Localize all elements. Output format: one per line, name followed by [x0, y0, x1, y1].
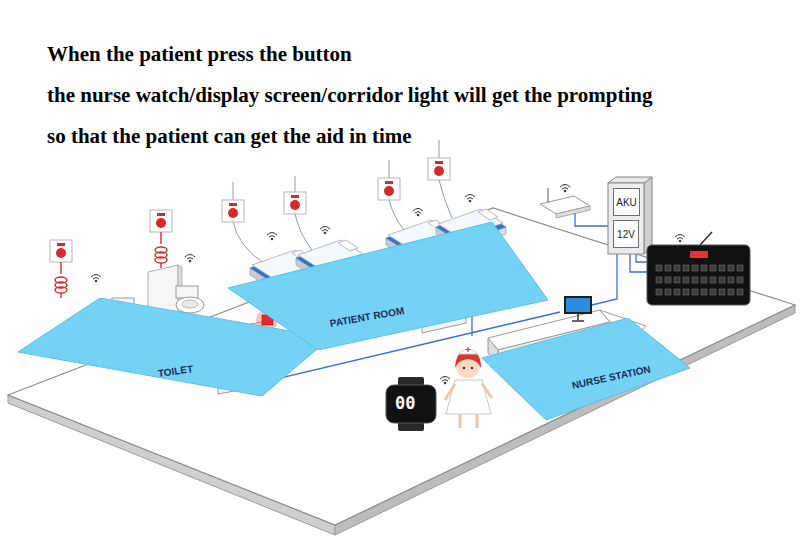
display-key: [656, 265, 662, 271]
module-label: 12V: [617, 229, 635, 240]
display-key: [674, 277, 680, 283]
display-key: [719, 265, 725, 271]
display-key: [665, 289, 671, 295]
display-key: [701, 265, 707, 271]
display-key: [674, 289, 680, 295]
floor-region: NURSE STATION: [482, 318, 690, 420]
module-label: AKU: [616, 197, 637, 208]
display-key: [692, 289, 698, 295]
display-key: [719, 277, 725, 283]
watch-face-anchor: 00: [395, 393, 415, 413]
display-key: [719, 289, 725, 295]
display-key: [701, 277, 707, 283]
display-key: [692, 277, 698, 283]
region-floor: [482, 318, 690, 420]
display-key: [692, 265, 698, 271]
power-module: 12V: [613, 220, 639, 248]
watch-reading: 00: [395, 393, 415, 413]
display-key: [710, 289, 716, 295]
display-key: [728, 289, 734, 295]
display-key: [656, 277, 662, 283]
display-key: [737, 265, 743, 271]
display-key: [674, 265, 680, 271]
region-shape: [228, 222, 548, 350]
display-key: [665, 277, 671, 283]
display-key: [737, 277, 743, 283]
region-shape: [482, 318, 690, 420]
region-floor: [228, 222, 548, 350]
display-key: [665, 265, 671, 271]
heading-line-anchor: When the patient press the button: [47, 42, 352, 67]
display-key: [737, 289, 743, 295]
power-module: AKU: [613, 188, 640, 216]
display-key: [710, 277, 716, 283]
display-key: [701, 289, 707, 295]
display-key: [683, 289, 689, 295]
floor-region: PATIENT ROOM: [228, 222, 548, 350]
display-key: [683, 277, 689, 283]
display-key: [656, 289, 662, 295]
heading-line: When the patient press the button: [47, 42, 352, 67]
heading-line-anchor: the nurse watch/display screen/corridor …: [47, 83, 652, 108]
display-key: [728, 265, 734, 271]
display-key: [728, 277, 734, 283]
display-key: [710, 265, 716, 271]
heading-line-anchor: so that the patient can get the aid in t…: [47, 124, 412, 149]
heading-line: the nurse watch/display screen/corridor …: [47, 83, 652, 108]
display-key: [683, 265, 689, 271]
heading-line: so that the patient can get the aid in t…: [47, 124, 412, 149]
